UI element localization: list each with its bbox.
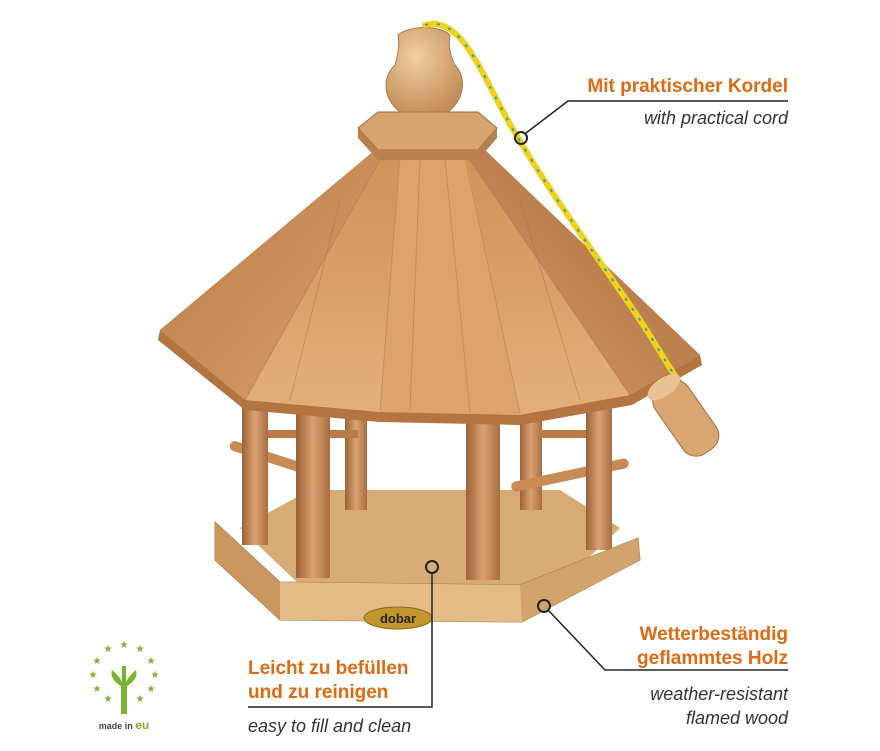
made-in-eu-prefix: made in (98, 721, 133, 731)
callout-cord-en: with practical cord (643, 108, 788, 128)
callout-cord-de: Mit praktischer Kordel (587, 76, 788, 97)
svg-text:★: ★ (93, 684, 102, 695)
made-in-eu-badge: ★ ★ ★ ★ ★ ★ ★ ★ ★ ★ ★ made in eu (84, 636, 164, 736)
brand-badge-text: dobar (380, 611, 416, 626)
front-posts (242, 400, 612, 580)
svg-text:★: ★ (151, 670, 160, 681)
roof (158, 150, 702, 425)
callout-fill-en: easy to fill and clean (248, 716, 412, 736)
svg-text:★: ★ (93, 656, 102, 667)
svg-text:★: ★ (147, 684, 156, 695)
cord-toggle (647, 373, 720, 457)
eu-tree-icon: ★ ★ ★ ★ ★ ★ ★ ★ ★ ★ ★ (89, 640, 160, 714)
callout-lines (248, 100, 788, 708)
roof-cap (357, 111, 498, 160)
finial-knob (385, 27, 463, 113)
callout-fill-de-1: Leicht zu befüllen (248, 658, 409, 679)
callout-fill-de-2: und zu reinigen (248, 682, 389, 703)
svg-text:★: ★ (147, 656, 156, 667)
perch-rails (229, 430, 629, 492)
svg-text:★: ★ (120, 640, 129, 651)
svg-text:★: ★ (136, 644, 145, 655)
callout-wood-en-1: weather-resistant (650, 684, 788, 704)
base-tray (214, 520, 641, 623)
svg-text:★: ★ (136, 694, 145, 705)
feeder-floor (240, 490, 620, 585)
callout-wood-de-2: geflammtes Holz (637, 648, 788, 669)
brand-badge: dobar (363, 606, 433, 630)
callout-wood-de-1: Wetterbeständig (639, 624, 788, 645)
made-in-eu-suffix: eu (135, 718, 150, 732)
made-in-eu-text: made in eu (84, 718, 164, 732)
svg-text:★: ★ (104, 644, 113, 655)
svg-text:★: ★ (104, 694, 113, 705)
svg-text:★: ★ (89, 670, 98, 681)
callout-wood-en-2: flamed wood (685, 708, 788, 728)
